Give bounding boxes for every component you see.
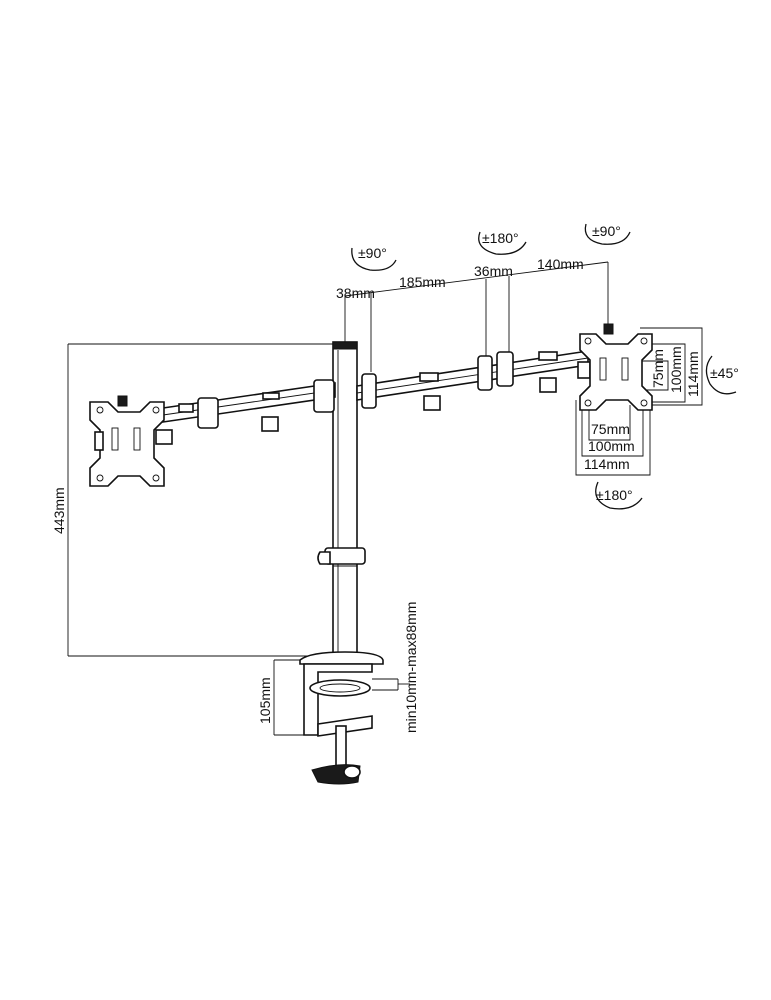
dim-vesa-v-100: 100mm [668,346,684,393]
rotation-head: ±180° [595,481,643,510]
desk-clamp [299,651,384,785]
rotation-left-arm: ±90° [351,245,397,271]
dim-140mm: 140mm [537,256,584,272]
dim-vesa-h-100: 100mm [588,438,635,454]
dim-vesa-v-114: 114mm [685,351,701,397]
left-arm [155,379,336,445]
dim-443mm: 443mm [51,487,67,534]
rotation-left-arm-label: ±90° [358,245,387,261]
dim-desk-thickness: min10mm-max88mm [403,602,419,733]
rotation-middle-arm-label: ±180° [482,230,519,246]
left-vesa-plate [89,395,165,487]
right-vesa-plate [579,323,653,411]
rotation-right-arm-label: ±90° [592,223,621,239]
rotation-tilt: ±45° [705,355,739,395]
dimension-labels: 38mm 185mm 36mm 140mm 443mm 105mm min10m… [51,256,701,733]
dim-185mm: 185mm [399,274,446,290]
rotation-right-arm: ±90° [584,223,631,245]
right-arm [356,350,591,411]
dimension-lines [67,261,703,736]
dim-36mm: 36mm [474,263,513,279]
dim-vesa-h-114: 114mm [584,456,630,472]
rotation-head-label: ±180° [596,487,633,503]
rotation-middle-arm: ±180° [478,230,527,255]
dim-38mm: 38mm [336,285,375,301]
dim-105mm: 105mm [257,677,273,724]
height-collar [317,547,366,567]
dim-vesa-h-75: 75mm [591,421,630,437]
rotation-tilt-label: ±45° [710,365,739,381]
dim-vesa-v-75: 75mm [650,349,666,388]
pole [332,341,358,663]
